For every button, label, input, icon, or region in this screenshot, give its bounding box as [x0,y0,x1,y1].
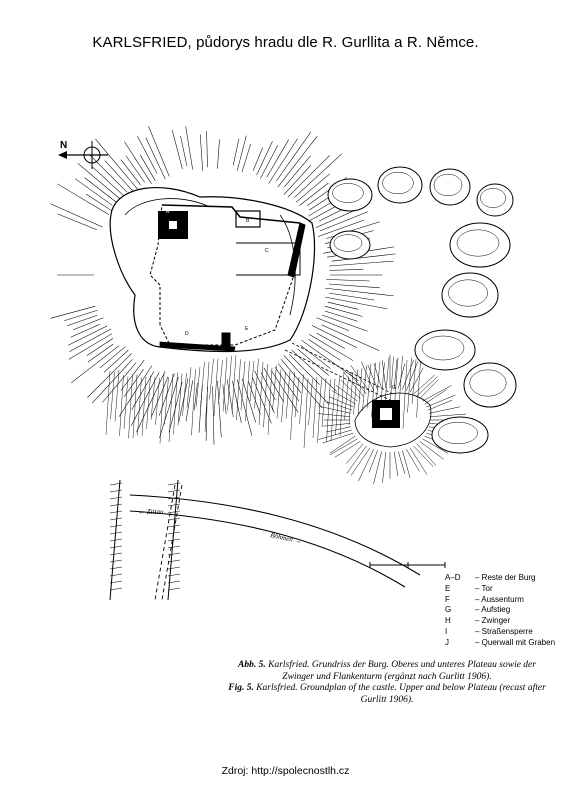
plan-letter-b: B [246,218,250,224]
tower-a [158,211,188,239]
legend-key: H [445,616,451,626]
plan-letter-f: F [386,414,389,420]
ground-plan-drawing: N [50,126,517,600]
road [129,494,421,588]
legend-text: – Aufstieg [475,605,511,615]
boulders [327,166,517,454]
source-credit: Zdroj: http://spolecnostlh.cz [221,765,350,777]
legend-text: – Querwall mit Graben [475,637,556,647]
legend-key: F [445,594,450,604]
legend-text: – Zwinger [475,616,511,626]
figure-caption: Abb. 5. Karlsfried. Grundriss der Burg. … [222,660,552,706]
caption-fig-label: Fig. 5. [228,683,254,693]
north-label: N [60,140,67,151]
caption-german: Abb. 5. Karlsfried. Grundriss der Burg. … [222,660,552,683]
legend-key: G [445,605,452,615]
caption-abb-label: Abb. 5. [238,660,266,670]
north-arrow-icon: N [58,140,108,169]
legend-row: F – Aussenturm [445,595,555,606]
page-title: KARLSFRIED, půdorys hradu dle R. Gurllit… [92,34,479,51]
legend-row: E – Tor [445,584,555,595]
road-label-zittau: ← Zittau [138,508,164,516]
plan-letters: A B C D E F G [166,209,396,420]
plan-letter-c: C [265,248,269,254]
legend-text: – Aussenturm [475,594,524,604]
road-label-bohmen: Böhmen → [270,531,303,545]
legend-key: I [445,626,448,636]
legend-row: H – Zwinger [445,616,555,627]
legend-key: A–D [445,573,461,582]
ascent-g-path [284,342,396,401]
caption-english: Fig. 5. Karlsfried. Groundplan of the ca… [222,683,552,706]
legend-row: I – Straßensperre [445,627,555,638]
legend-row: A–D – Reste der Burg [445,573,555,584]
castle-walls [149,204,306,352]
legend-text: – Reste der Burg [475,573,536,582]
tower-f-aussenturm [354,392,432,448]
legend-key: J [445,637,449,647]
castle-ground-plan: N [50,125,550,600]
caption-abb-text: Karlsfried. Grundriss der Burg. Oberes u… [268,660,536,682]
plan-letter-e: E [245,326,249,332]
legend-text: – Straßensperre [475,626,533,636]
plan-letter-a: A [166,209,170,215]
legend-row: J – Querwall mit Graben [445,638,555,649]
plan-letter-g: G [392,385,396,391]
road-barrier-i [154,484,183,600]
legend-row: G – Aufstieg [445,605,555,616]
plan-letter-d: D [185,331,189,337]
upper-plateau-rock [109,186,316,353]
scale-bar [369,562,446,568]
legend-key: E [445,583,451,593]
legend-text: – Tor [475,583,493,593]
caption-fig-text: Karlsfried. Groundplan of the castle. Up… [256,683,546,705]
